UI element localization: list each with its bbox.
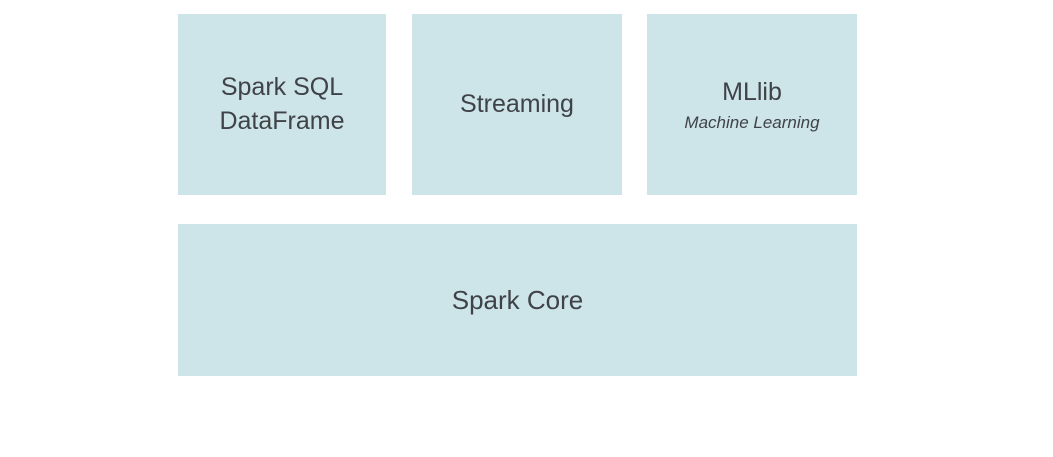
mllib-box: MLlib Machine Learning <box>647 14 857 195</box>
mllib-box-sublabel: Machine Learning <box>684 112 820 132</box>
spark-core-box-label: Spark Core <box>451 284 584 315</box>
streaming-box: Streaming <box>412 14 622 195</box>
spark-sql-box-label: Spark SQL DataFrame <box>219 72 345 135</box>
streaming-box-label: Streaming <box>460 89 574 118</box>
spark-core-box: Spark Core <box>178 224 857 376</box>
mllib-box-label: MLlib <box>722 78 782 107</box>
spark-sql-box: Spark SQL DataFrame <box>178 14 386 195</box>
